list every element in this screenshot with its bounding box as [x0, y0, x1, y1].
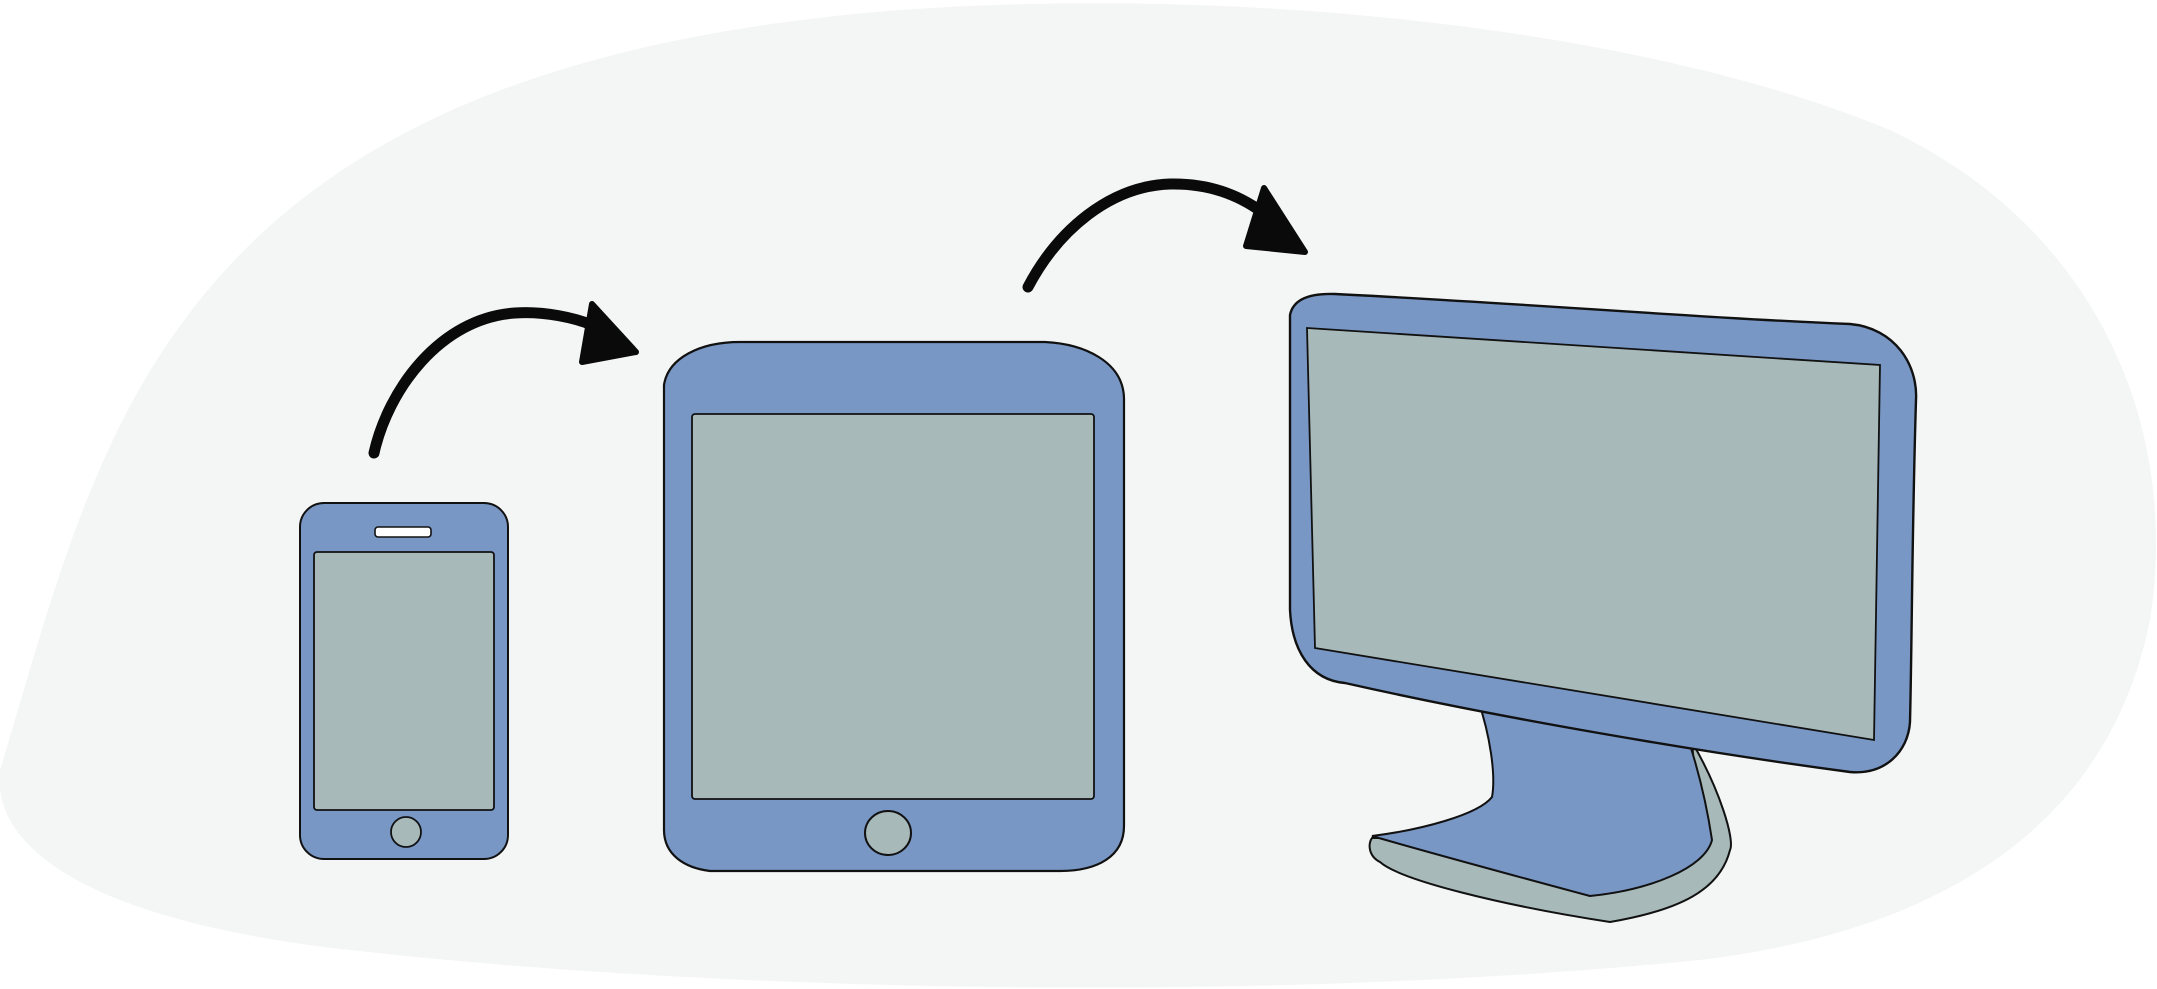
arrow-phone-to-tablet-head: [579, 301, 639, 365]
smartphone-screen: [313, 551, 495, 811]
smartphone-earpiece: [374, 526, 432, 538]
monitor-stand: [1371, 698, 1714, 898]
tablet-home-button: [864, 810, 912, 856]
curved-arrow-icon: [368, 301, 639, 459]
monitor-icon: [1288, 292, 1918, 924]
tablet-screen: [691, 413, 1095, 800]
arrow-tablet-to-monitor-shaft: [1022, 178, 1268, 293]
smartphone-icon: [299, 502, 509, 860]
monitor-screen: [1306, 327, 1881, 742]
arrow-tablet-to-monitor-head: [1243, 185, 1308, 255]
tablet-icon: [662, 340, 1126, 873]
arrow-phone-to-tablet-shaft: [368, 307, 598, 459]
curved-arrow-icon: [1022, 178, 1308, 293]
smartphone-home-button: [390, 816, 422, 848]
